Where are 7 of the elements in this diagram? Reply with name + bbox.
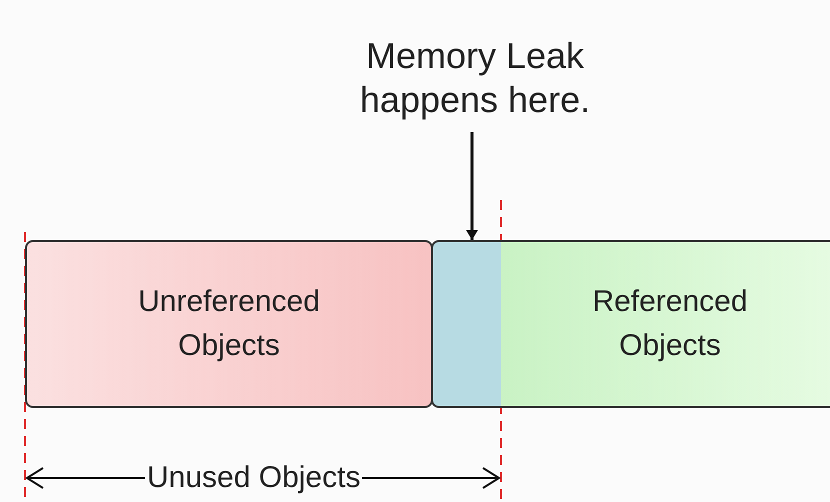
unreferenced-objects-box xyxy=(25,240,433,408)
arrow xyxy=(466,132,478,240)
box-label: Unreferenced Objects xyxy=(137,284,321,364)
box-label: Referenced Objects xyxy=(591,284,749,364)
annotation-text: Memory Leak happens here. xyxy=(315,28,635,128)
referenced-objects-box xyxy=(501,240,830,408)
leak-region-box xyxy=(431,240,503,408)
